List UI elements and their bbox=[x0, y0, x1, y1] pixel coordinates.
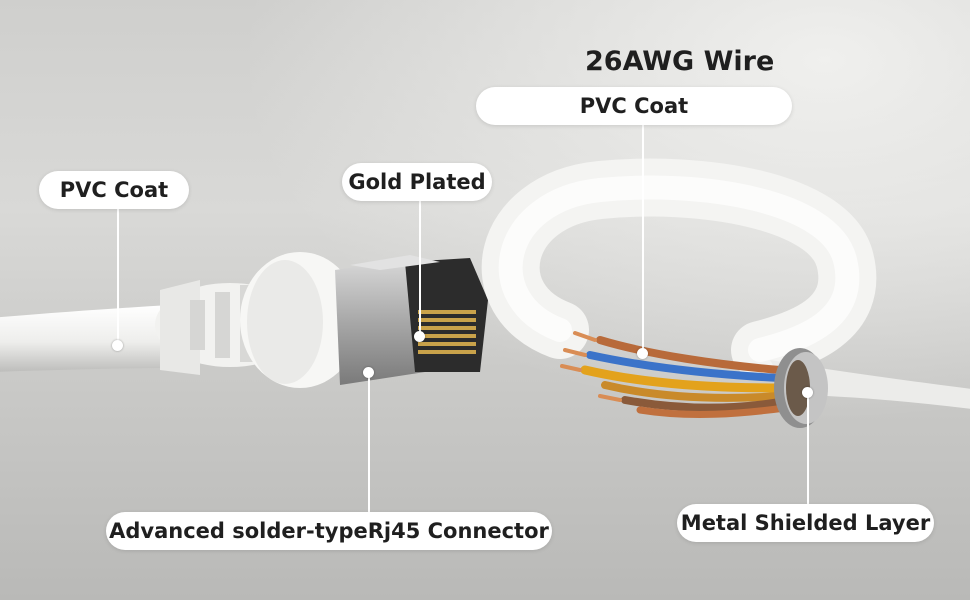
connector-label: Advanced solder-typeRj45 Connector bbox=[106, 512, 552, 550]
shield-label: Metal Shielded Layer bbox=[677, 504, 934, 542]
wire-gauge-title: 26AWG Wire bbox=[585, 46, 775, 77]
anchor-dot-gold bbox=[414, 331, 425, 342]
leader-line-connector bbox=[368, 375, 370, 513]
leader-line-shield bbox=[807, 392, 809, 508]
leader-line-gold bbox=[419, 200, 421, 336]
gold-plated-label: Gold Plated bbox=[342, 163, 492, 201]
anchor-dot-connector bbox=[363, 367, 374, 378]
left-cable bbox=[0, 252, 360, 388]
leader-line-wire bbox=[642, 124, 644, 352]
exposed-wires bbox=[560, 331, 789, 418]
anchor-dot-wire bbox=[637, 348, 648, 359]
rj45-connector bbox=[335, 255, 488, 385]
anchor-dot-pvc-left bbox=[112, 340, 123, 351]
pvc-coat-label-left: PVC Coat bbox=[39, 171, 189, 209]
leader-line-pvc-left bbox=[117, 208, 119, 346]
pvc-coat-label-right: PVC Coat bbox=[476, 87, 792, 125]
anchor-dot-shield bbox=[802, 387, 813, 398]
